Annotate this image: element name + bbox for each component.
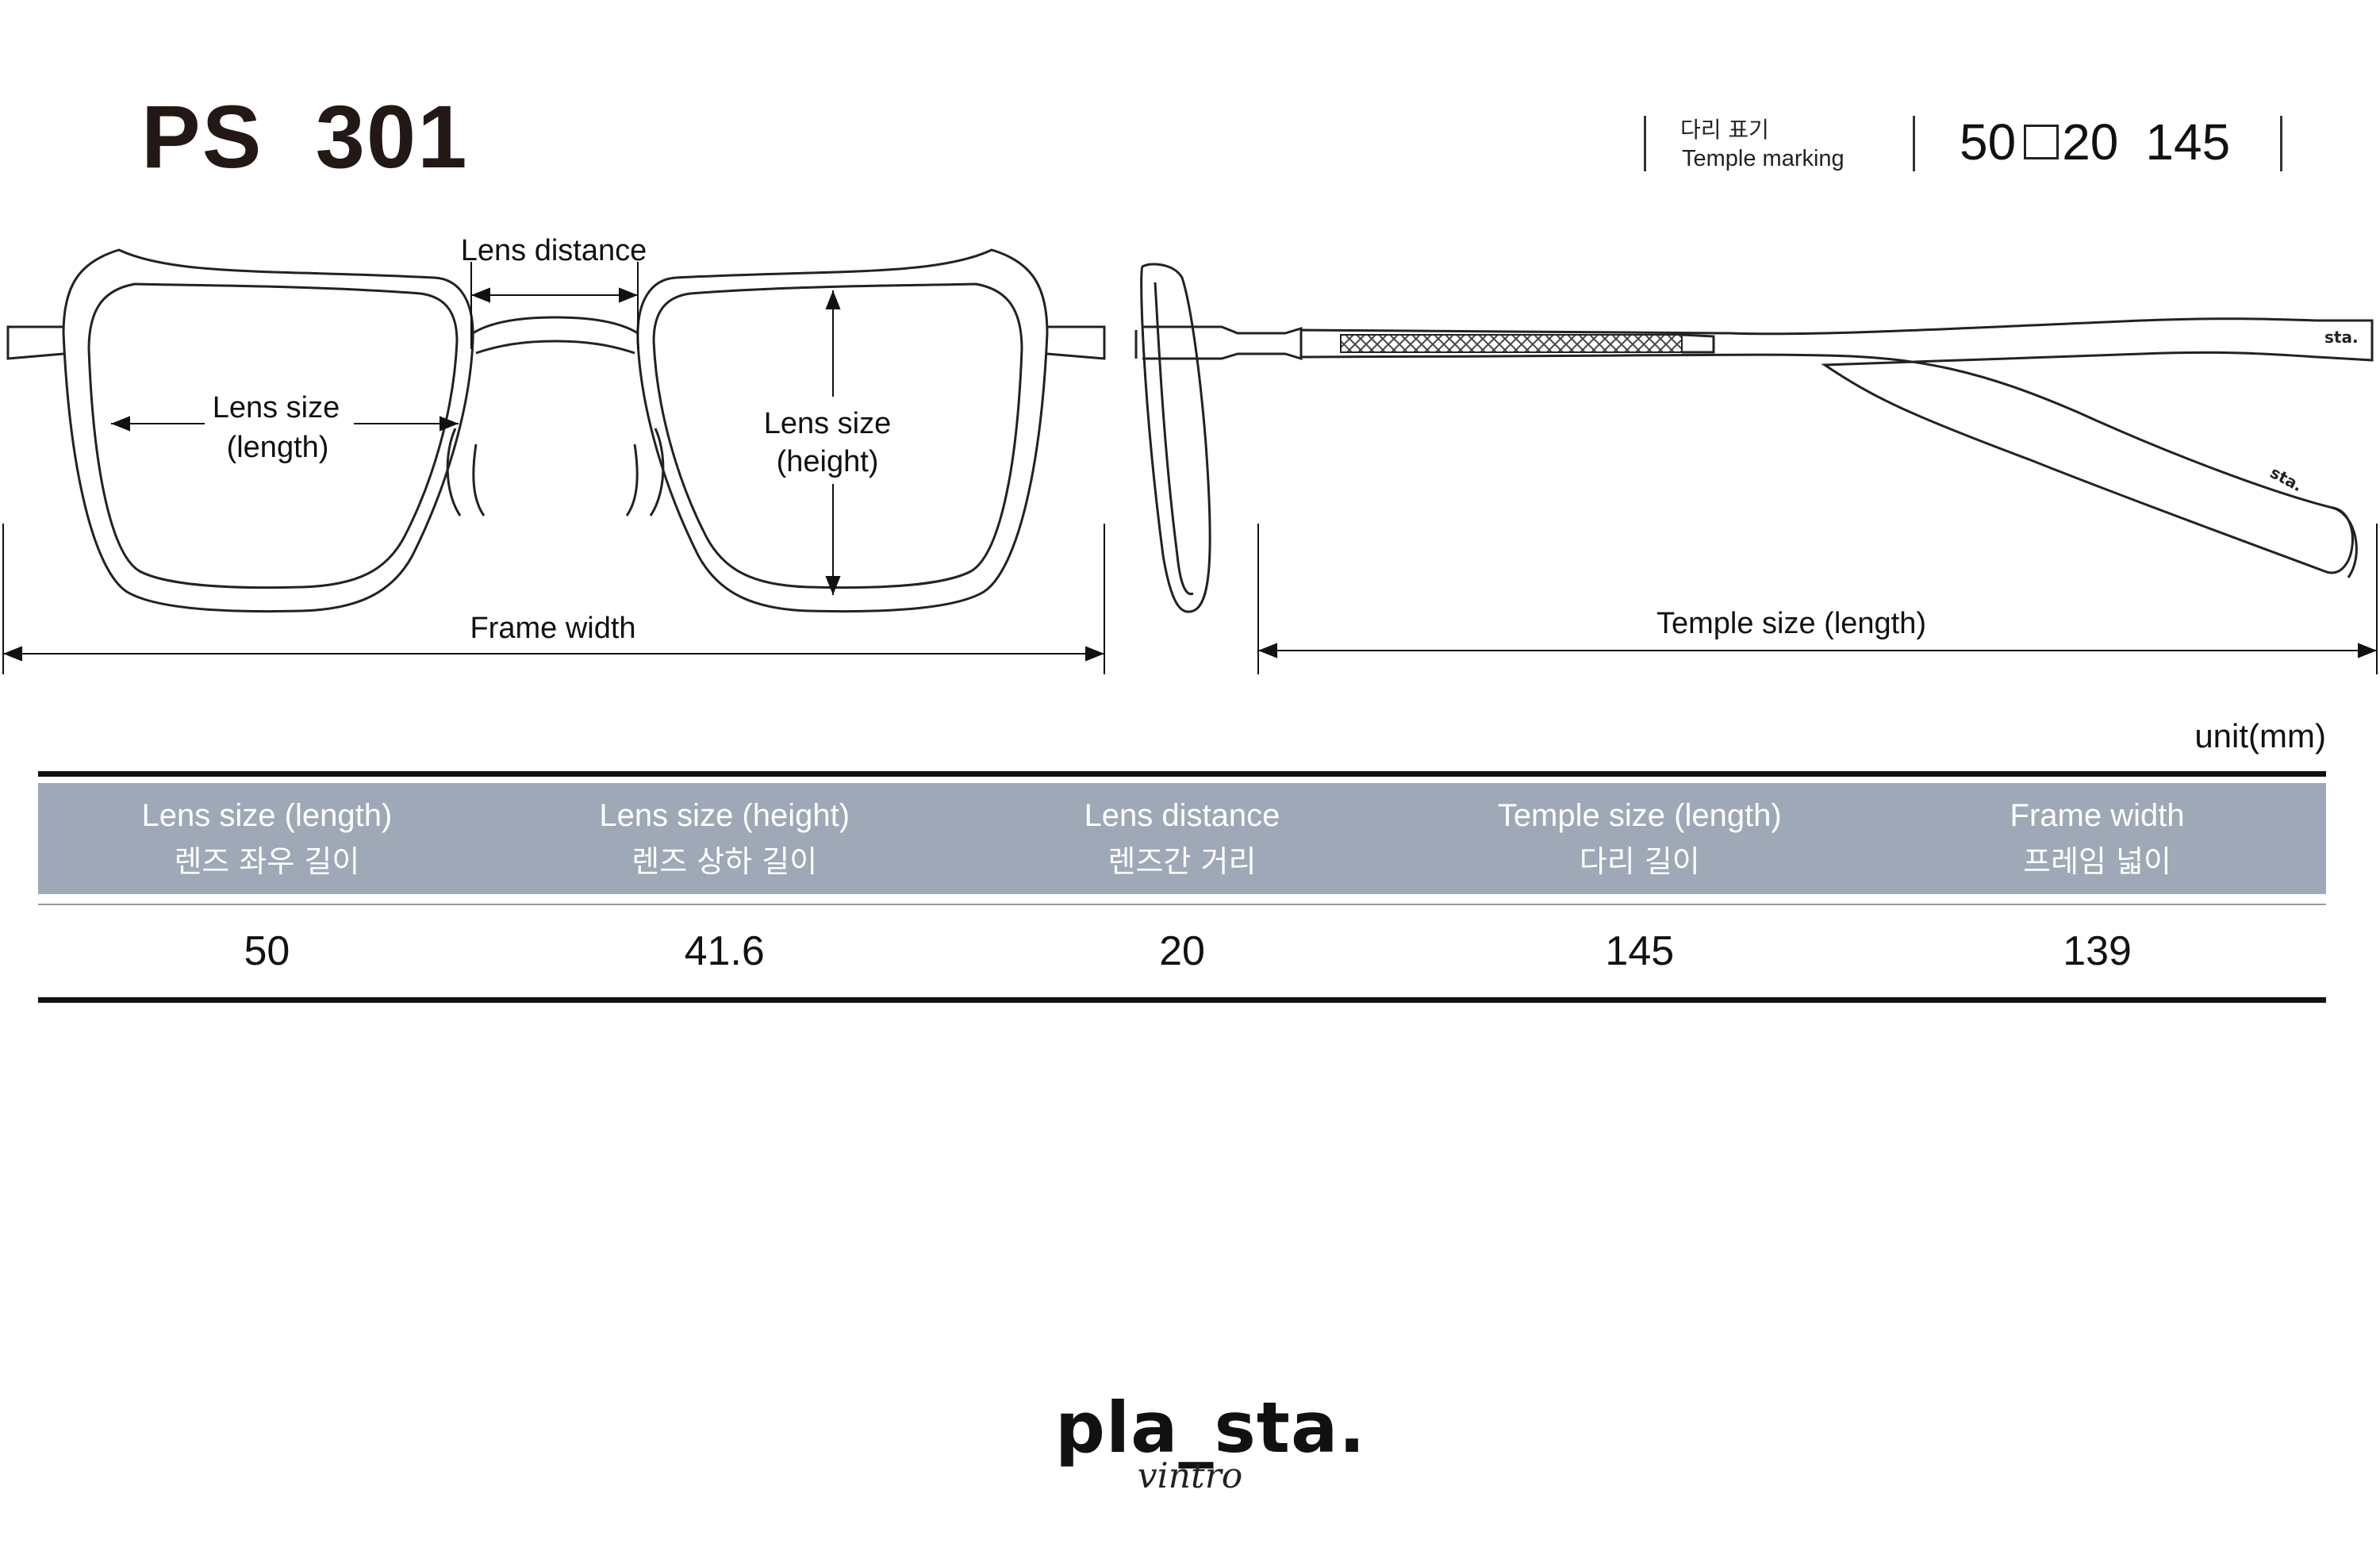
bridge-top [472,316,639,335]
header-en: Lens distance [1084,798,1280,833]
unit-label: unit(mm) [2194,717,2326,754]
header-temple-size: Temple size (length) 다리 길이 [1411,783,1868,894]
label-lens-height-2: (height) [777,445,879,478]
right-lens-inner [652,282,1023,589]
front-view [6,248,1106,613]
temple-marking-divider-right [2280,116,2282,171]
glasses-diagram: Lens distance Lens size (length) Lens si… [2,234,2378,674]
table-header: Lens size (length) 렌즈 좌우 길이 Lens size (h… [38,783,2326,894]
temple-pattern [1340,334,1683,353]
value-frame-width: 139 [2063,928,2132,974]
side-frame-inner [1154,282,1194,596]
table-rule-bottom [38,997,2326,1003]
value-temple-size: 145 [1605,928,1675,974]
value-lens-height: 41.6 [684,928,765,974]
marking-temple: 145 [2145,113,2231,171]
label-lens-length-1: Lens size [213,391,340,424]
right-hinge [1046,325,1106,360]
label-lens-length-2: (length) [227,431,329,464]
brand-logo: pla_sta. vintro [1055,1387,1366,1496]
left-nosepad [446,428,486,516]
table-rule-mid [38,904,2326,905]
square-icon [2024,125,2059,159]
header-lens-height: Lens size (height) 렌즈 상하 길이 [496,783,954,894]
header-en: Lens size (length) [141,798,393,833]
value-lens-distance: 20 [1159,928,1205,974]
header-ko: 다리 길이 [1579,844,1700,879]
side-brand-mark-top: sta. [2324,328,2359,347]
label-lens-distance: Lens distance [461,234,647,267]
temple-marking-values: 50 20 145 [1960,113,2230,171]
value-lens-length: 50 [244,928,290,974]
left-hinge [6,325,64,360]
header-lens-distance: Lens distance 렌즈간 거리 [954,783,1411,894]
temple-marking-label-ko: 다리 표기 [1680,117,1769,143]
model-title: PS 301 [141,87,469,186]
label-lens-height-1: Lens size [764,407,892,440]
header-en: Frame width [2010,798,2185,833]
header-ko: 렌즈간 거리 [1107,844,1257,879]
logo-sub: vintro [1137,1456,1243,1496]
label-temple-size: Temple size (length) [1656,607,1926,640]
header-ko: 렌즈 상하 길이 [631,844,818,879]
front-dimension-lines [2,262,1105,674]
header-ko: 프레임 넓이 [2023,844,2172,879]
bridge-bottom [475,340,635,355]
right-lens-outer [636,248,1049,613]
side-dimension-lines [1257,524,2378,674]
left-lens-inner [87,282,459,589]
side-frame-front [1140,263,1211,613]
header-en: Lens size (height) [599,798,850,833]
temple-pattern-end [1681,333,1715,354]
temple-tip [2332,506,2358,578]
spec-table: Lens size (length) 렌즈 좌우 길이 Lens size (h… [38,771,2326,1003]
header-ko: 렌즈 좌우 길이 [174,844,360,879]
left-lens-outer [62,248,474,613]
label-frame-width: Frame width [470,612,635,645]
logo-main: pla_sta. [1055,1387,1366,1468]
marking-bridge: 20 [2062,113,2119,171]
header-frame-width: Frame width 프레임 넓이 [1868,783,2326,894]
right-nosepad [625,428,665,516]
temple-marking-divider-mid [1913,116,1915,171]
temple-marking-divider-left [1644,116,1646,171]
header-lens-length: Lens size (length) 렌즈 좌우 길이 [38,783,496,894]
temple-marking-label-en: Temple marking [1682,146,1844,171]
table-rule-top [38,771,2326,777]
side-hinge [1134,325,1303,361]
temple-arm [1299,317,2374,574]
marking-lens: 50 [1960,113,2017,171]
table-row: 50 41.6 20 145 139 [38,905,2326,997]
side-view [1134,263,2374,613]
header-en: Temple size (length) [1497,798,1782,833]
